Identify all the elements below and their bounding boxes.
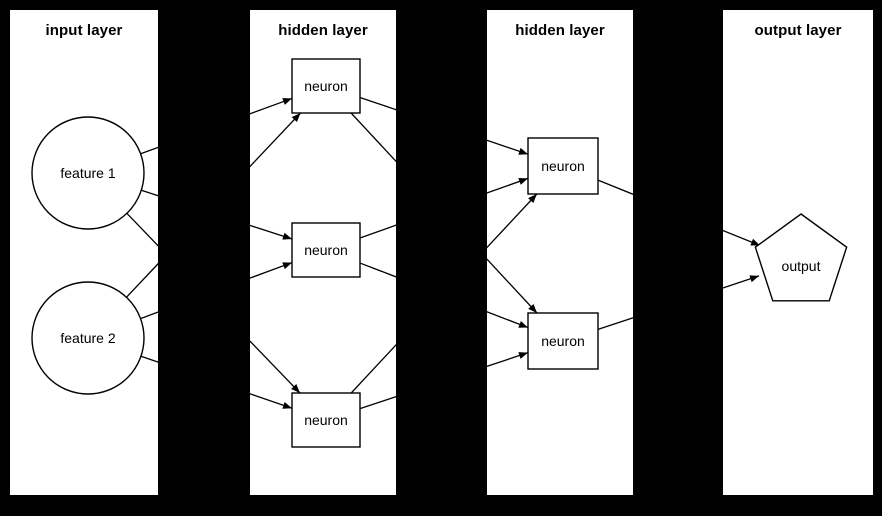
layer-panel-output: output layer <box>723 10 873 495</box>
layer-panel-hidden-2: hidden layer <box>487 10 633 495</box>
layer-panel-hidden-1: hidden layer <box>250 10 396 495</box>
layer-title-hidden-1: hidden layer <box>278 22 368 39</box>
layer-panel-input: input layer <box>10 10 158 495</box>
layer-title-input: input layer <box>45 22 123 39</box>
layer-title-hidden-2: hidden layer <box>515 22 605 39</box>
layer-title-output: output layer <box>754 22 842 39</box>
